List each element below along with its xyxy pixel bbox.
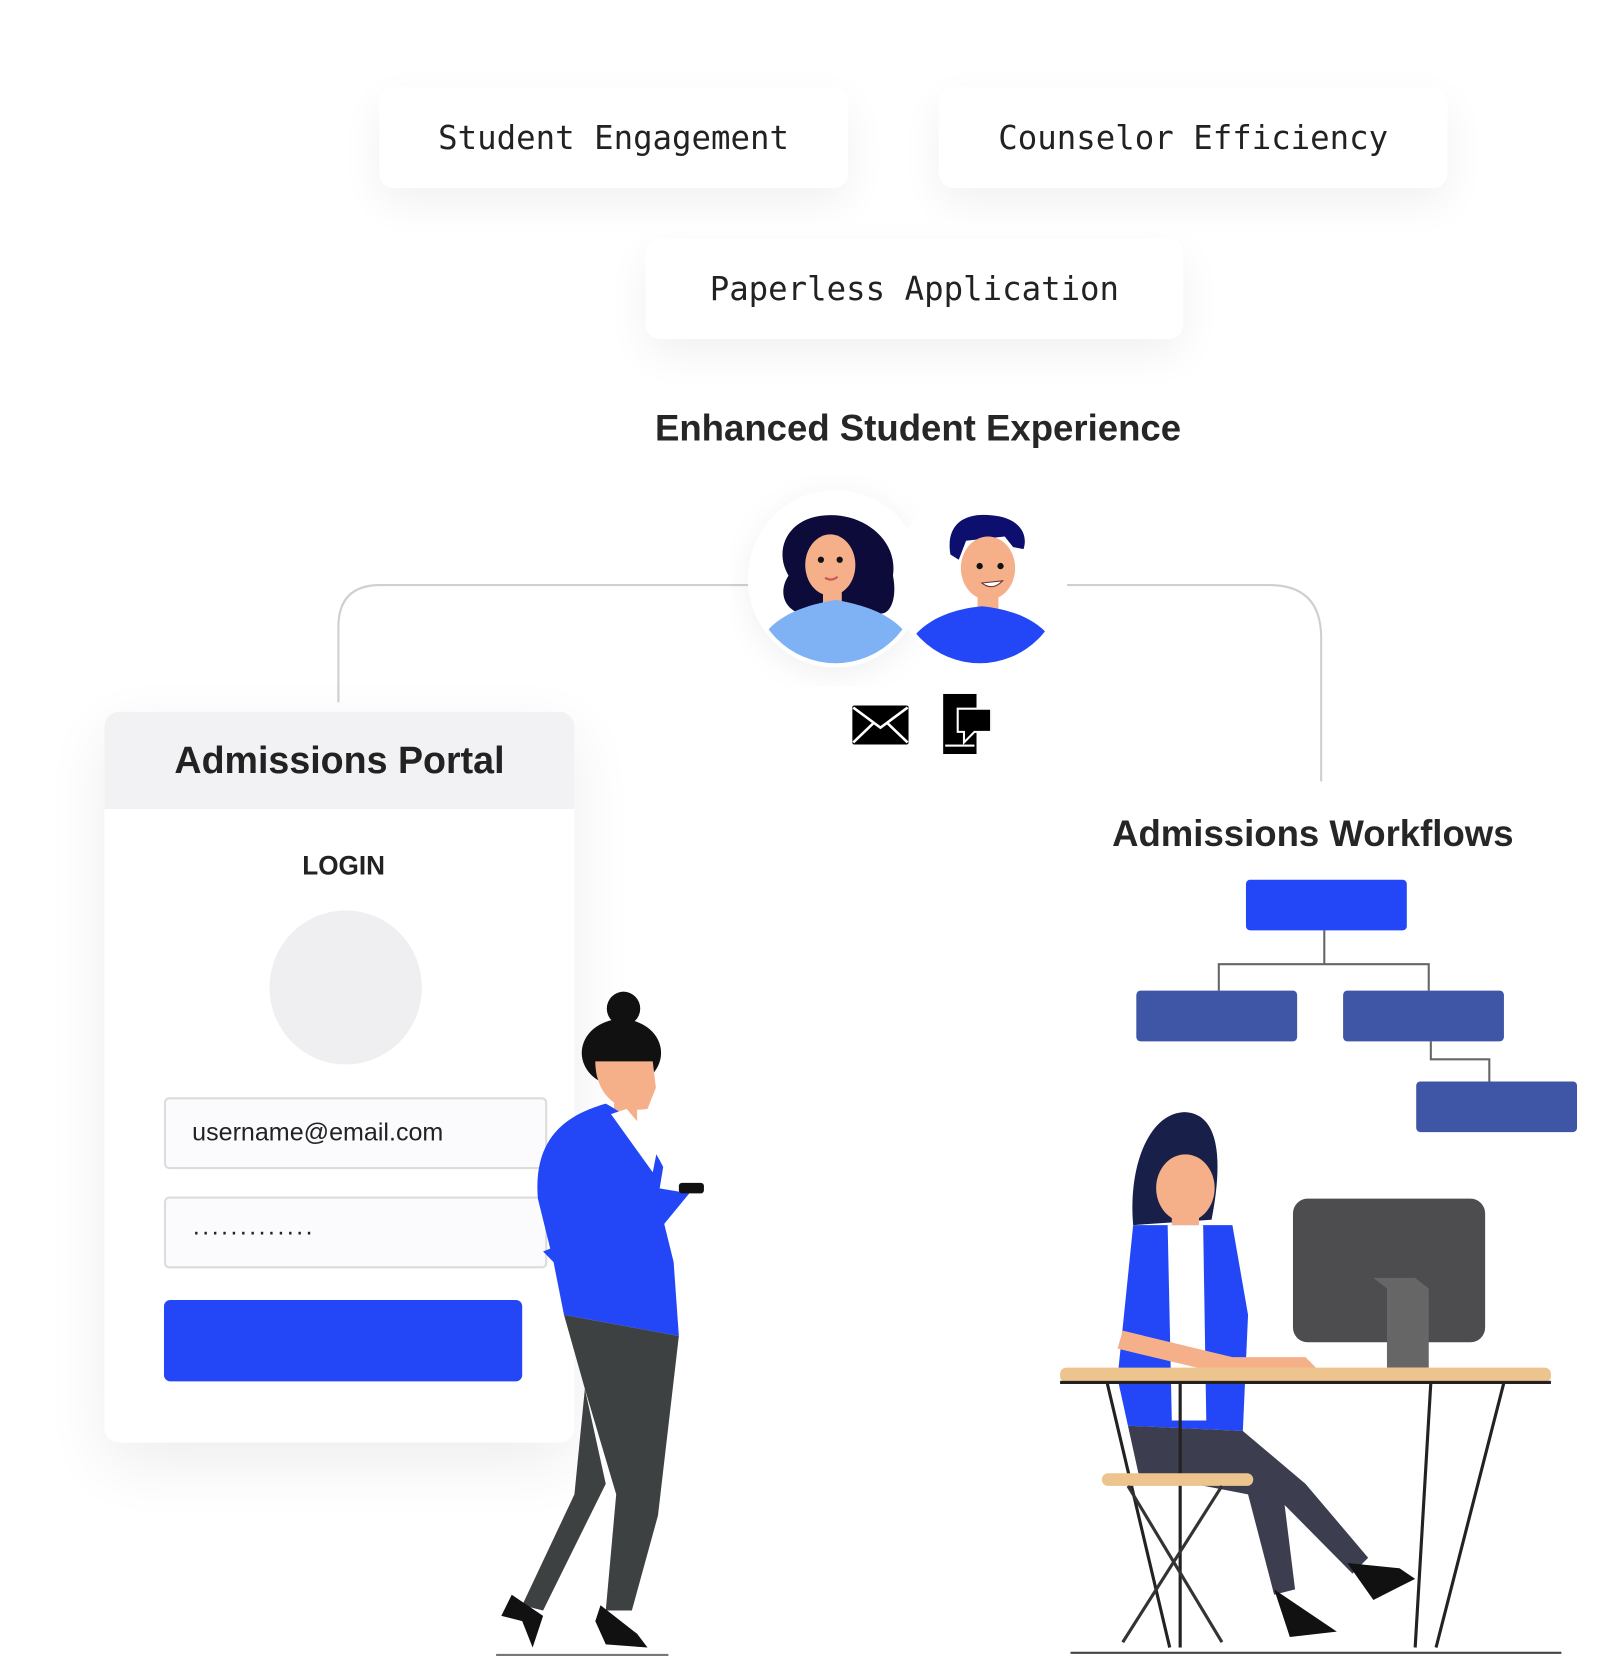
envelope-icon — [852, 705, 909, 745]
connector-lines — [337, 584, 1323, 782]
workflow-step-root — [1245, 879, 1407, 931]
mobile-chat-icon — [943, 693, 992, 755]
username-field[interactable]: username@email.com — [163, 1097, 548, 1170]
woman-at-desk-illustration — [1060, 1112, 1562, 1654]
portal-title: Admissions Portal — [104, 711, 575, 809]
login-button[interactable] — [163, 1300, 523, 1382]
password-field[interactable]: ············· — [163, 1196, 548, 1269]
admissions-portal-card: Admissions Portal LOGIN username@email.c… — [104, 711, 575, 1443]
workflows-title: Admissions Workflows — [1112, 813, 1514, 855]
benefit-student-engagement: Student Engagement — [379, 87, 849, 188]
experience-title: Enhanced Student Experience — [654, 407, 1182, 449]
benefit-counselor-efficiency: Counselor Efficiency — [938, 87, 1448, 188]
workflow-step-right — [1343, 990, 1504, 1042]
workflow-step-sub — [1416, 1081, 1578, 1133]
student-avatars — [747, 490, 1068, 668]
workflow-step-left — [1136, 990, 1298, 1042]
benefit-paperless-application: Paperless Application — [645, 238, 1184, 340]
login-label: LOGIN — [302, 851, 385, 881]
workflow-connectors — [1217, 930, 1491, 1082]
profile-avatar-placeholder — [269, 910, 422, 1065]
woman-with-phone-illustration — [496, 991, 704, 1656]
